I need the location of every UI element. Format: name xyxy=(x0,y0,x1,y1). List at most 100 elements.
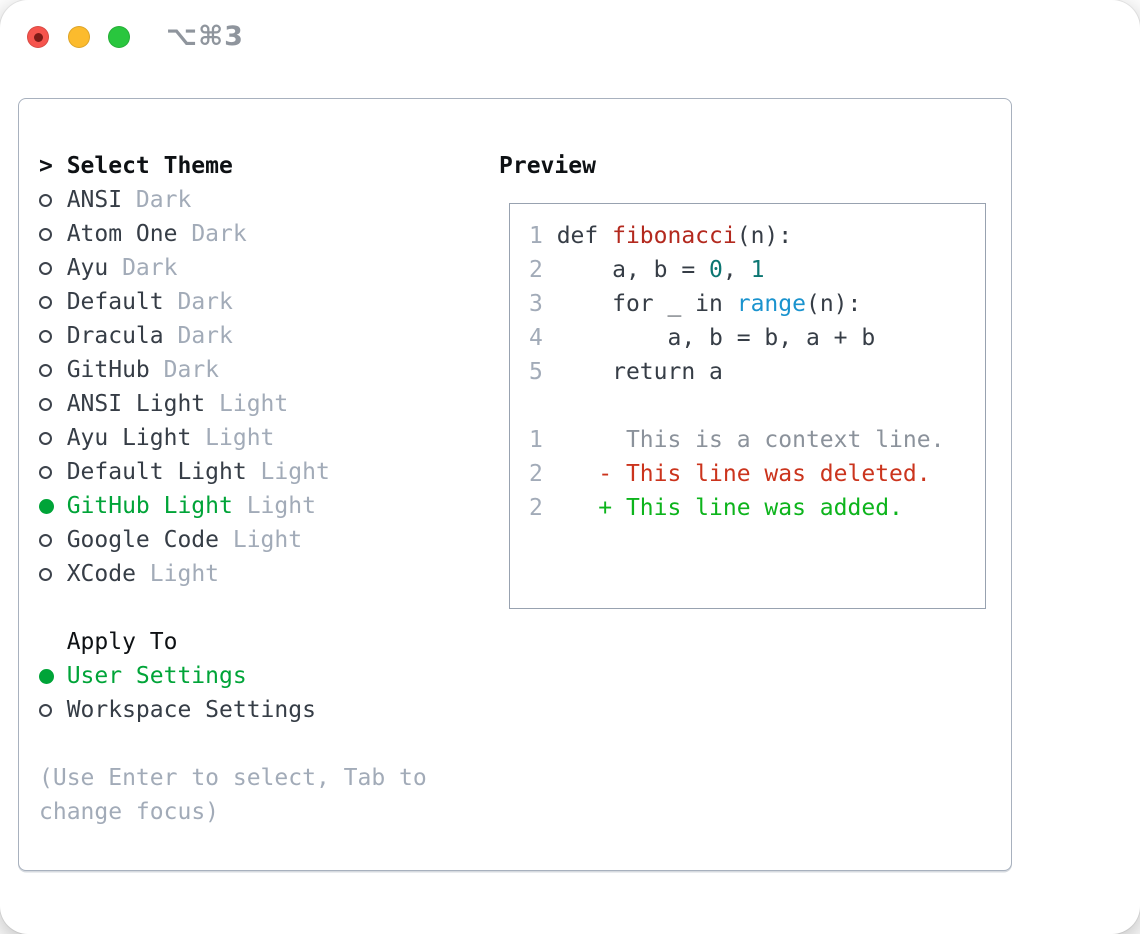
line-number: 2 xyxy=(529,495,557,521)
radio-icon xyxy=(39,703,52,717)
theme-option-github[interactable]: GitHub Dark xyxy=(39,353,441,387)
theme-option-ansi-light[interactable]: ANSI Light Light xyxy=(39,387,441,421)
line-number: 2 xyxy=(529,257,557,283)
bullet-slot xyxy=(39,431,67,445)
bullet-slot xyxy=(39,668,67,684)
theme-name: Dracula xyxy=(66,323,164,349)
theme-variant-tag: Light xyxy=(219,527,303,553)
theme-name: Default Light xyxy=(66,459,247,485)
line-number: 3 xyxy=(529,291,557,317)
prompt-caret: > xyxy=(39,153,53,179)
theme-option-github-light[interactable]: GitHub Light Light xyxy=(39,489,441,523)
bullet-slot xyxy=(39,193,67,207)
apply-option-label: Workspace Settings xyxy=(66,697,316,723)
code-token-fg: a, b = b, a + b xyxy=(556,325,876,351)
bullet-slot xyxy=(39,363,67,377)
theme-name: Atom One xyxy=(66,221,178,247)
theme-name: XCode xyxy=(66,561,136,587)
code-token-builtin: range xyxy=(736,291,806,317)
theme-option-ayu[interactable]: Ayu Dark xyxy=(39,251,441,285)
theme-variant-tag: Light xyxy=(135,561,220,587)
bullet-slot: > xyxy=(39,149,67,183)
apply-option-workspace-settings[interactable]: Workspace Settings xyxy=(39,693,441,727)
code-line: 2 - This line was deleted. xyxy=(529,457,944,491)
spacer-row xyxy=(39,591,441,625)
title-bar: ⌥⌘3 xyxy=(0,0,1140,75)
bullet-slot xyxy=(39,295,67,309)
theme-name: GitHub Light xyxy=(66,493,233,519)
theme-variant-tag: Dark xyxy=(163,289,233,315)
radio-icon xyxy=(39,295,52,309)
line-number: 4 xyxy=(529,325,557,351)
close-dot-icon xyxy=(33,32,43,42)
radio-icon xyxy=(39,261,52,275)
code-line: 1 def fibonacci(n): xyxy=(529,219,944,253)
line-number: 1 xyxy=(529,427,557,453)
radio-icon xyxy=(39,227,52,241)
spacer-row xyxy=(39,727,441,761)
code-token-fg: (n): xyxy=(805,291,862,317)
window-title: ⌥⌘3 xyxy=(166,21,244,52)
bullet-slot xyxy=(39,397,67,411)
code-line: 4 a, b = b, a + b xyxy=(529,321,944,355)
theme-variant-tag: Dark xyxy=(177,221,247,247)
code-token-fg: , xyxy=(722,257,751,283)
preview-code: 1 def fibonacci(n): 2 a, b = 0, 1 3 for _ … xyxy=(529,219,944,525)
theme-option-default[interactable]: Default Dark xyxy=(39,285,441,319)
theme-option-default-light[interactable]: Default Light Light xyxy=(39,455,441,489)
code-token-fg: a, b = xyxy=(556,257,710,283)
theme-name: Ayu Light xyxy=(66,425,192,451)
bullet-slot xyxy=(39,498,67,514)
bullet-slot xyxy=(39,261,67,275)
theme-variant-tag: Dark xyxy=(122,187,192,213)
theme-name: Ayu xyxy=(66,255,109,281)
apply-option-user-settings[interactable]: User Settings xyxy=(39,659,441,693)
minimize-button[interactable] xyxy=(68,26,90,48)
radio-icon xyxy=(39,397,52,411)
line-number: 1 xyxy=(529,223,557,249)
code-line xyxy=(529,389,944,423)
code-token-context: This is a context line. xyxy=(556,427,945,453)
theme-option-xcode[interactable]: XCode Light xyxy=(39,557,441,591)
radio-selected-icon xyxy=(39,668,54,684)
theme-variant-tag: Light xyxy=(191,425,275,451)
code-token-fg: def xyxy=(556,223,613,249)
keyboard-hint: (Use Enter to select, Tab to change focu… xyxy=(39,765,441,825)
preview-title: Preview xyxy=(499,153,596,179)
close-button[interactable] xyxy=(27,26,49,48)
code-token-fg: (n): xyxy=(736,223,793,249)
line-number: 2 xyxy=(529,461,557,487)
theme-name: Default xyxy=(66,289,164,315)
radio-icon xyxy=(39,193,52,207)
code-line: 3 for _ in range(n): xyxy=(529,287,944,321)
code-token-num: 0 xyxy=(709,257,723,283)
theme-name: ANSI xyxy=(66,187,123,213)
radio-selected-icon xyxy=(39,498,54,514)
radio-icon xyxy=(39,533,52,547)
code-token-deleted: - This line was deleted. xyxy=(556,461,931,487)
apply-option-label: User Settings xyxy=(66,663,247,689)
line-number xyxy=(529,393,557,419)
theme-option-atom-one[interactable]: Atom One Dark xyxy=(39,217,441,251)
code-line: 5 return a xyxy=(529,355,944,389)
theme-option-ansi[interactable]: ANSI Dark xyxy=(39,183,441,217)
code-token-fg: return a xyxy=(556,359,723,385)
zoom-button[interactable] xyxy=(108,26,130,48)
theme-variant-tag: Dark xyxy=(163,323,233,349)
radio-icon xyxy=(39,431,52,445)
bullet-slot xyxy=(39,703,67,717)
theme-variant-tag: Dark xyxy=(149,357,220,383)
theme-name: GitHub xyxy=(66,357,150,383)
select-theme-header: >Select Theme xyxy=(39,149,441,183)
bullet-slot xyxy=(39,567,67,581)
apply-to-title: Apply To xyxy=(66,629,178,655)
code-line: 1 This is a context line. xyxy=(529,423,944,457)
bullet-slot xyxy=(39,227,67,241)
theme-option-ayu-light[interactable]: Ayu Light Light xyxy=(39,421,441,455)
theme-option-google-code[interactable]: Google Code Light xyxy=(39,523,441,557)
theme-option-dracula[interactable]: Dracula Dark xyxy=(39,319,441,353)
preview-box: 1 def fibonacci(n): 2 a, b = 0, 1 3 for _ … xyxy=(509,203,986,609)
theme-variant-tag: Light xyxy=(232,493,316,519)
